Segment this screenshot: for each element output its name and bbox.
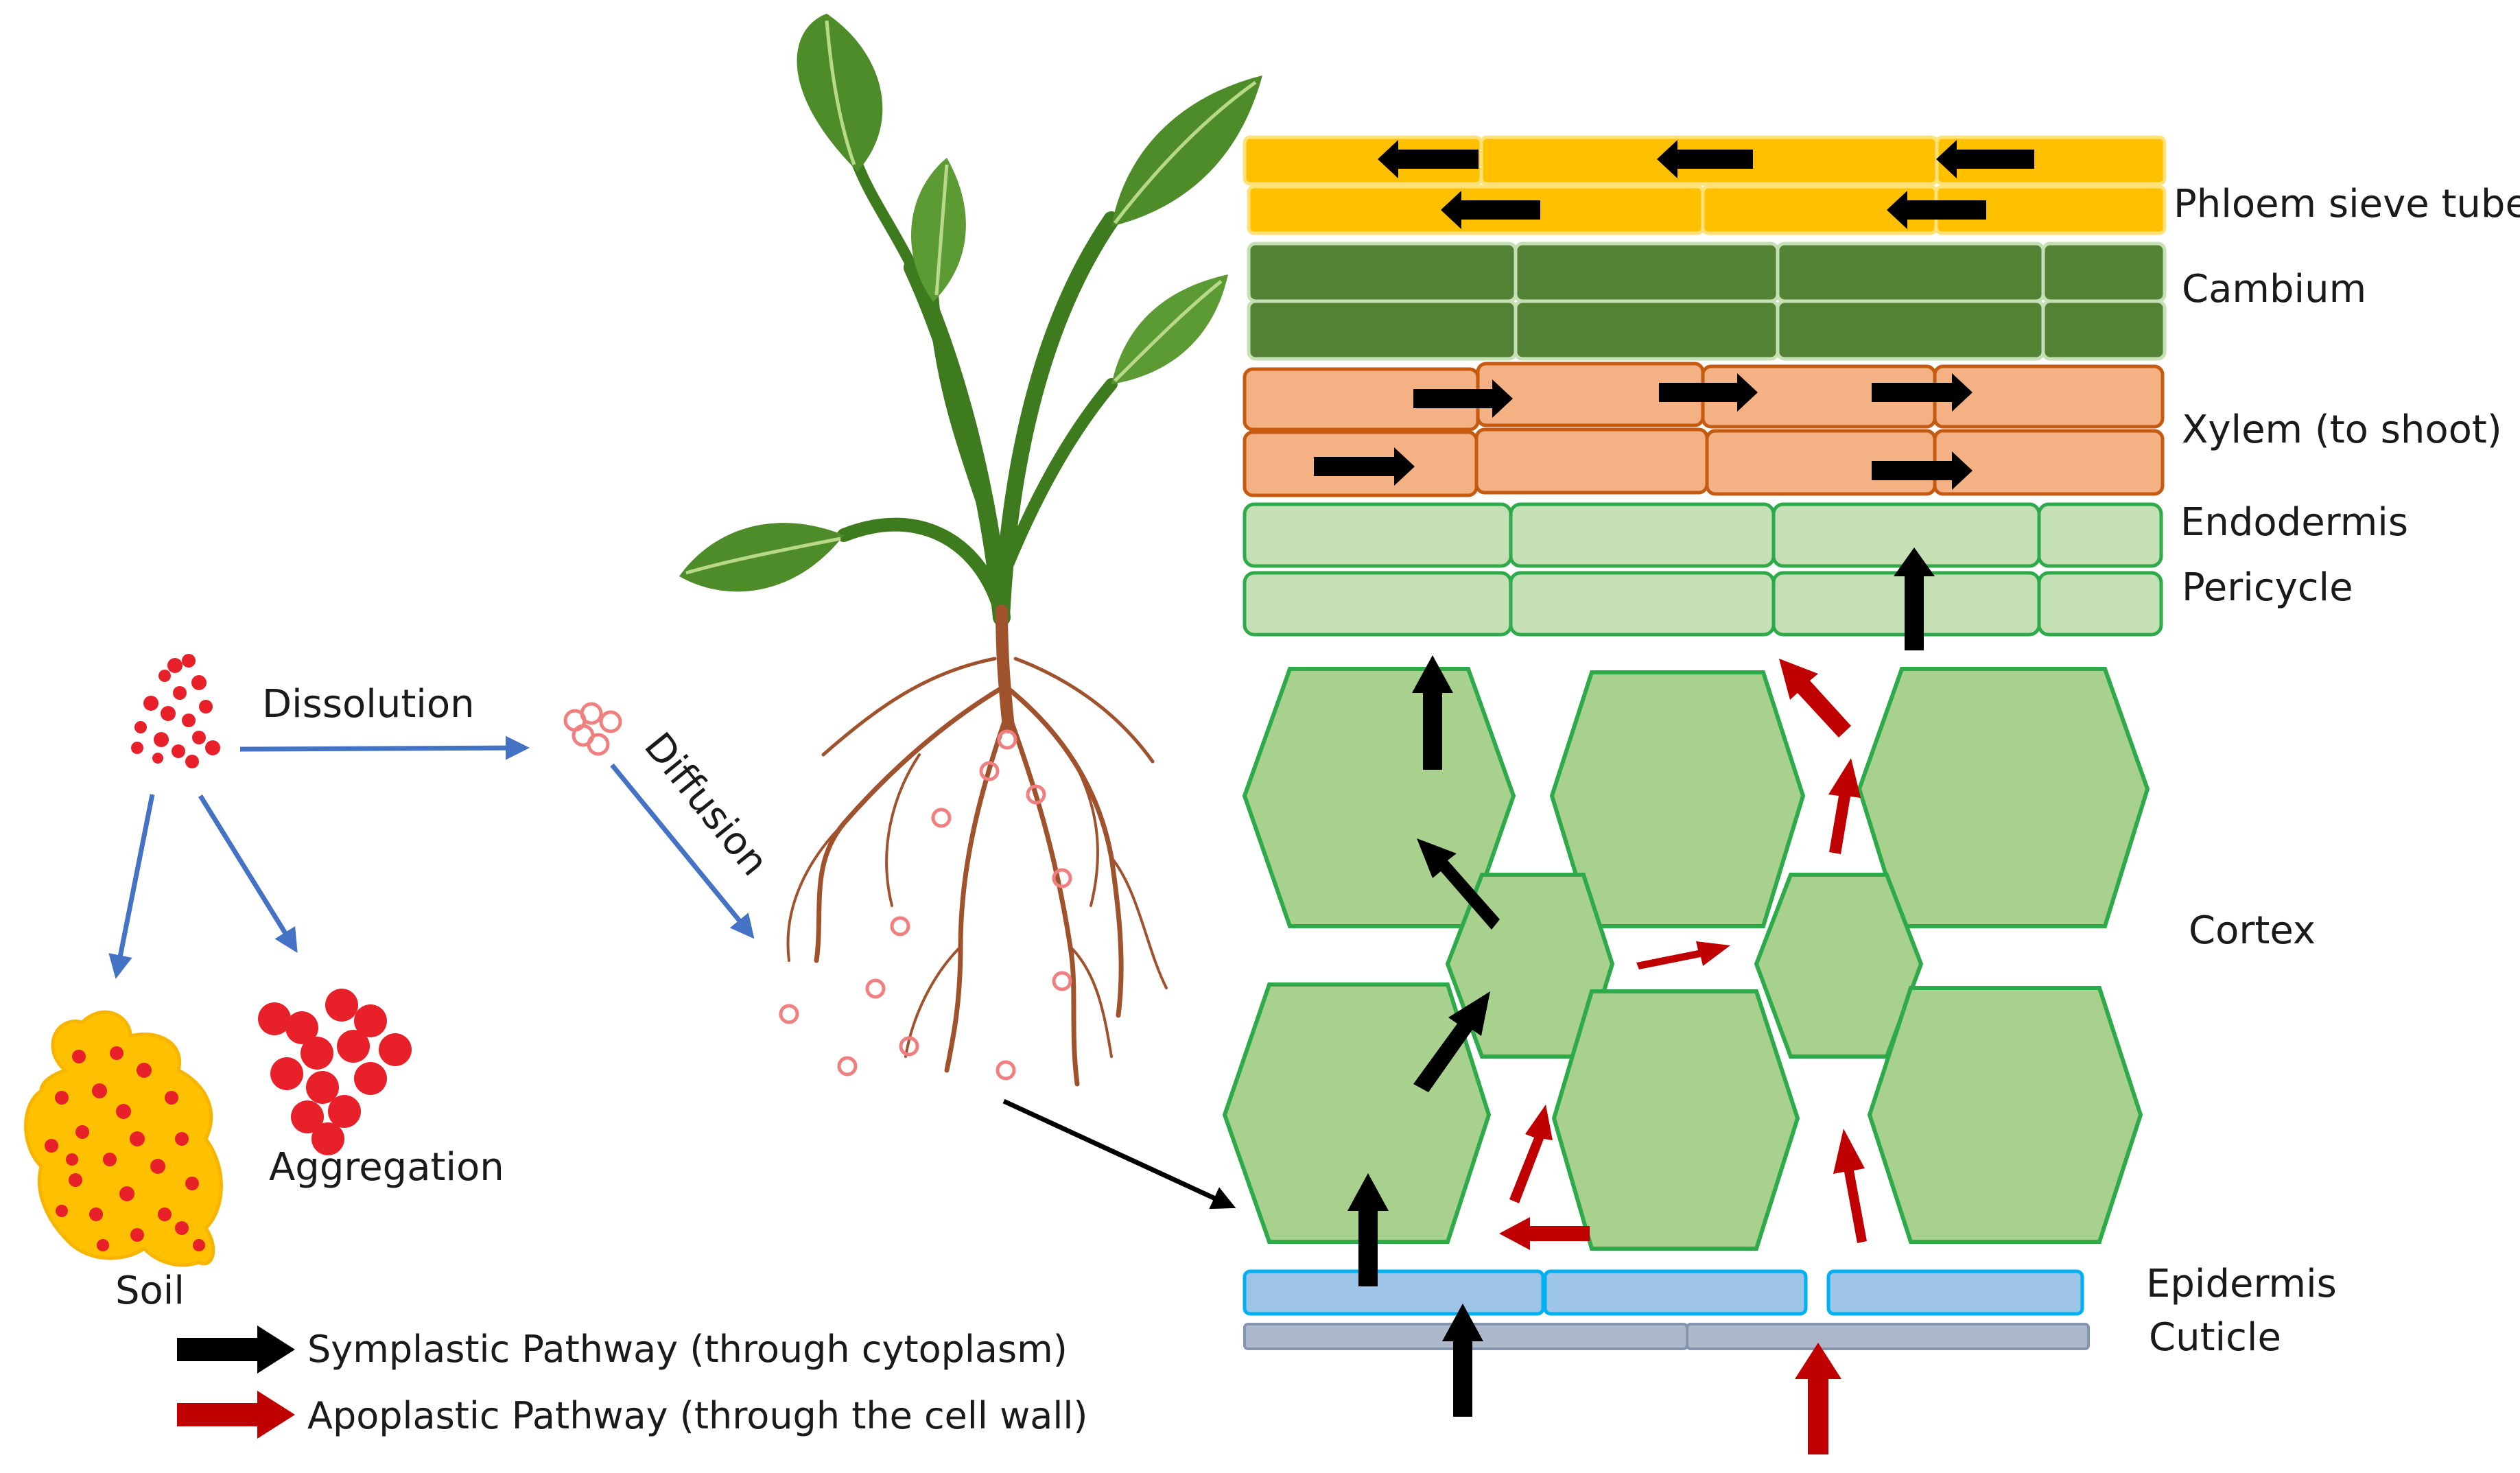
symplastic-arrow xyxy=(1872,451,1973,490)
aggregation-label: Aggregation xyxy=(269,1145,504,1190)
cortex-cell xyxy=(1754,873,1924,1059)
apoplastic-arrow xyxy=(1779,659,1851,738)
aggregated-particles xyxy=(258,989,412,1155)
symplastic-arrow xyxy=(1659,373,1758,412)
epidermis-layer xyxy=(1243,1269,2084,1316)
leaf-right-top xyxy=(1111,75,1262,226)
pericycle-label: Pericycle xyxy=(2182,565,2353,610)
apoplastic-arrow xyxy=(1833,1129,1867,1243)
symplastic-arrow xyxy=(1872,373,1973,412)
cortex-cell xyxy=(1857,667,2150,928)
cuticle-layer xyxy=(1243,1323,2090,1350)
soil-label: Soil xyxy=(115,1269,185,1313)
plant-roots xyxy=(786,604,1168,1087)
xylem-label: Xylem (to shoot) xyxy=(2182,408,2502,452)
phloem-label: Phloem sieve tube xyxy=(2174,182,2520,226)
symplastic-arrow xyxy=(1936,140,2034,178)
plant-leaves xyxy=(679,14,1262,592)
symplastic-arrow xyxy=(1894,547,1935,650)
leaf-middle xyxy=(910,158,966,302)
cuticle-label: Cuticle xyxy=(2149,1315,2281,1360)
symplastic-arrow xyxy=(1887,191,1986,229)
root-to-section-arrow xyxy=(1002,1098,1236,1210)
symplastic-arrow xyxy=(1413,991,1490,1092)
dissolved-particles xyxy=(563,702,622,756)
cortex-label: Cortex xyxy=(2189,908,2316,953)
apoplastic-arrow xyxy=(1509,1105,1553,1203)
leaf-top xyxy=(797,14,883,172)
cambium-layer xyxy=(1247,241,2167,361)
apoplastic-arrow xyxy=(1636,941,1730,969)
legend-apoplastic-swatch xyxy=(177,1391,295,1439)
aggregation-arrow xyxy=(198,794,298,953)
legend-symplastic-swatch xyxy=(177,1325,295,1374)
apoplastic-arrow xyxy=(1828,758,1861,854)
apoplastic-arrows xyxy=(1499,659,1867,1454)
diffusion-label: Diffusion xyxy=(635,724,777,884)
apoplastic-arrow xyxy=(1499,1217,1590,1250)
soil-particle xyxy=(24,1010,223,1267)
apoplastic-arrow xyxy=(1795,1343,1841,1454)
symplastic-arrow xyxy=(1657,140,1753,178)
cambium-label: Cambium xyxy=(2182,267,2366,311)
xylem-layer xyxy=(1243,362,2165,497)
cortex-cell xyxy=(1867,986,2143,1244)
plant-illustration xyxy=(679,14,1262,1087)
plant-stem xyxy=(837,159,1120,626)
symplastic-arrow xyxy=(1442,1304,1483,1417)
leaf-left-lower xyxy=(679,523,844,592)
symplastic-arrow xyxy=(1347,1173,1389,1286)
soil-arrow xyxy=(108,794,155,979)
process-arrows xyxy=(108,735,755,979)
epidermis-label: Epidermis xyxy=(2146,1262,2337,1306)
cortex-cell xyxy=(1222,982,1492,1244)
symplastic-arrow xyxy=(1378,140,1479,178)
symplastic-arrow xyxy=(1441,191,1540,229)
legend-apoplastic-label: Apoplastic Pathway (through the cell wal… xyxy=(307,1394,1087,1437)
endodermis-label: Endodermis xyxy=(2180,500,2408,545)
root-cross-section: Phloem sieve tube Cambium Xylem (to shoo… xyxy=(1222,135,2520,1454)
cortex-cell xyxy=(1242,667,1516,928)
legend-symplastic-label: Symplastic Pathway (through cytoplasm) xyxy=(307,1328,1068,1371)
symplastic-arrow xyxy=(1413,379,1513,418)
symplastic-arrow xyxy=(1314,447,1415,486)
diffusion-arrow xyxy=(610,763,755,939)
dissolution-arrow xyxy=(239,735,530,760)
pericycle-layer xyxy=(1243,571,2163,637)
cortex-cell xyxy=(1551,989,1800,1251)
symplastic-arrow xyxy=(1412,655,1453,770)
root-nanoparticles xyxy=(779,729,1072,1081)
legend: Symplastic Pathway (through cytoplasm) A… xyxy=(177,1325,1087,1439)
symplastic-arrows xyxy=(1314,140,2034,1417)
dissolution-label: Dissolution xyxy=(262,682,475,727)
symplastic-arrow xyxy=(1417,838,1500,930)
endodermis-layer xyxy=(1243,502,2163,568)
nanoparticle-cluster xyxy=(131,654,220,768)
